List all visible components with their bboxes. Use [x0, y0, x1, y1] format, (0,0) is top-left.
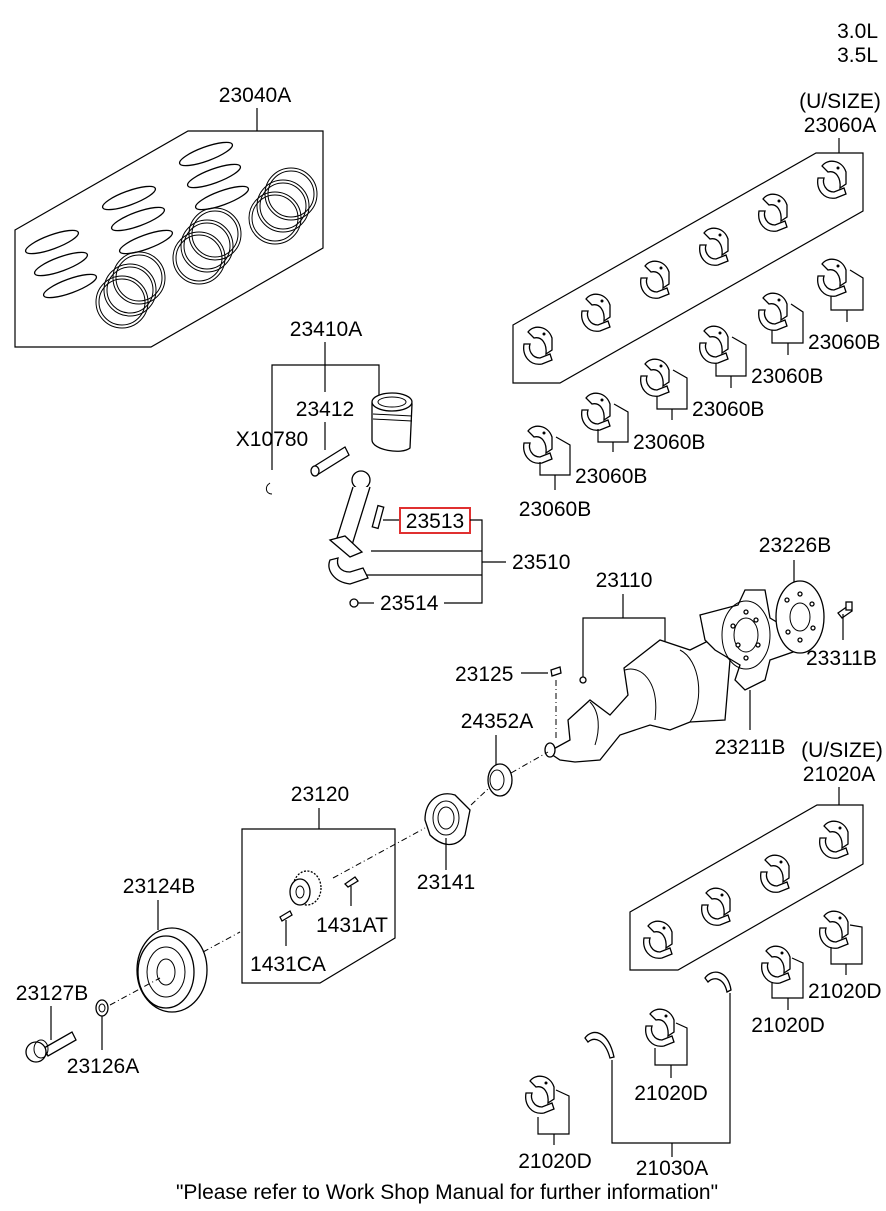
key-1431at[interactable]: [343, 876, 359, 888]
piston-ring-set[interactable]: [14, 108, 324, 348]
piston[interactable]: [371, 392, 413, 452]
label-24352a[interactable]: 24352A: [461, 710, 533, 733]
label-23412[interactable]: 23412: [296, 398, 354, 421]
thrust-bearing-lower[interactable]: [584, 1031, 615, 1059]
crank-sprocket-washer[interactable]: [424, 793, 471, 846]
label-21020d-3[interactable]: 21020D: [634, 1082, 708, 1105]
label-23060b-1[interactable]: 23060B: [519, 498, 591, 521]
crank-sprocket[interactable]: [289, 870, 322, 906]
crank-pin[interactable]: [550, 666, 562, 677]
conrod-bearing-5[interactable]: [758, 292, 804, 355]
main-bearing-2[interactable]: [761, 945, 804, 1010]
label-21020d-2[interactable]: 21020D: [751, 1014, 825, 1037]
conrod-bearing-6[interactable]: [817, 258, 864, 322]
label-23040a[interactable]: 23040A: [219, 84, 291, 107]
conrod-bearing-3[interactable]: [640, 358, 688, 420]
label-23410a[interactable]: 23410A: [290, 318, 362, 341]
pulley-washer[interactable]: [95, 999, 109, 1017]
label-23110[interactable]: 23110: [596, 569, 653, 592]
piston-pin[interactable]: [310, 446, 350, 477]
label-23060b-6[interactable]: 23060B: [808, 331, 880, 354]
label-usize-21020: (U/SIZE): [801, 739, 883, 762]
engine-label-3-5: 3.5L: [837, 44, 878, 67]
label-23126a[interactable]: 23126A: [67, 1055, 139, 1078]
main-bearing-1[interactable]: [819, 910, 863, 975]
thrust-bearing-upper[interactable]: [704, 971, 732, 993]
conrod-bearing-2[interactable]: [581, 392, 629, 452]
label-23060b-2[interactable]: 23060B: [575, 465, 647, 488]
conrod-bearing-set[interactable]: [512, 152, 864, 384]
label-21020a[interactable]: 21020A: [803, 763, 875, 786]
conrod-bearing-4[interactable]: [699, 325, 747, 388]
label-23510[interactable]: 23510: [512, 551, 570, 574]
label-usize-23060: (U/SIZE): [799, 90, 881, 113]
label-21020d-4[interactable]: 21020D: [518, 1150, 592, 1173]
label-23311b[interactable]: 23311B: [806, 647, 877, 670]
pulley-bolt[interactable]: [25, 1031, 77, 1063]
main-bearing-3[interactable]: [645, 1008, 688, 1078]
crankshaft-damper-pulley[interactable]: [136, 927, 208, 1013]
label-23226b[interactable]: 23226B: [759, 534, 831, 557]
label-23125[interactable]: 23125: [455, 663, 513, 686]
main-bearing-4[interactable]: [525, 1075, 570, 1145]
label-21030a[interactable]: 21030A: [636, 1157, 708, 1180]
label-1431ca[interactable]: 1431CA: [250, 953, 326, 976]
crankshaft-adapter-plate[interactable]: [699, 589, 794, 691]
label-1431at[interactable]: 1431AT: [316, 914, 388, 937]
label-23060a[interactable]: 23060A: [804, 114, 876, 137]
snap-ring[interactable]: [265, 482, 273, 495]
drive-plate[interactable]: [775, 580, 825, 654]
label-x10780[interactable]: X10780: [236, 428, 308, 451]
label-23513[interactable]: 23513: [406, 510, 464, 533]
label-21020d-1[interactable]: 21020D: [808, 980, 882, 1003]
connecting-rod[interactable]: [328, 470, 385, 585]
label-23141[interactable]: 23141: [417, 871, 475, 894]
flexplate-bolt[interactable]: [837, 601, 853, 619]
key-1431ca[interactable]: [279, 910, 293, 922]
label-23060b-5[interactable]: 23060B: [751, 365, 823, 388]
engine-label-3-0: 3.0L: [837, 20, 878, 43]
label-23124b[interactable]: 23124B: [123, 875, 195, 898]
label-23060b-4[interactable]: 23060B: [692, 398, 764, 421]
label-23120[interactable]: 23120: [291, 783, 349, 806]
main-bearing-set[interactable]: [629, 804, 864, 971]
crankshaft[interactable]: [544, 639, 731, 763]
label-23211b[interactable]: 23211B: [715, 736, 786, 759]
footer-note: "Please refer to Work Shop Manual for fu…: [176, 1181, 718, 1204]
label-23514[interactable]: 23514: [380, 592, 439, 615]
label-23060b-3[interactable]: 23060B: [633, 431, 705, 454]
label-23127b[interactable]: 23127B: [16, 982, 88, 1005]
front-oil-seal[interactable]: [487, 763, 513, 797]
conrod-bearing-1[interactable]: [523, 425, 571, 490]
conrod-nut[interactable]: [349, 598, 359, 608]
